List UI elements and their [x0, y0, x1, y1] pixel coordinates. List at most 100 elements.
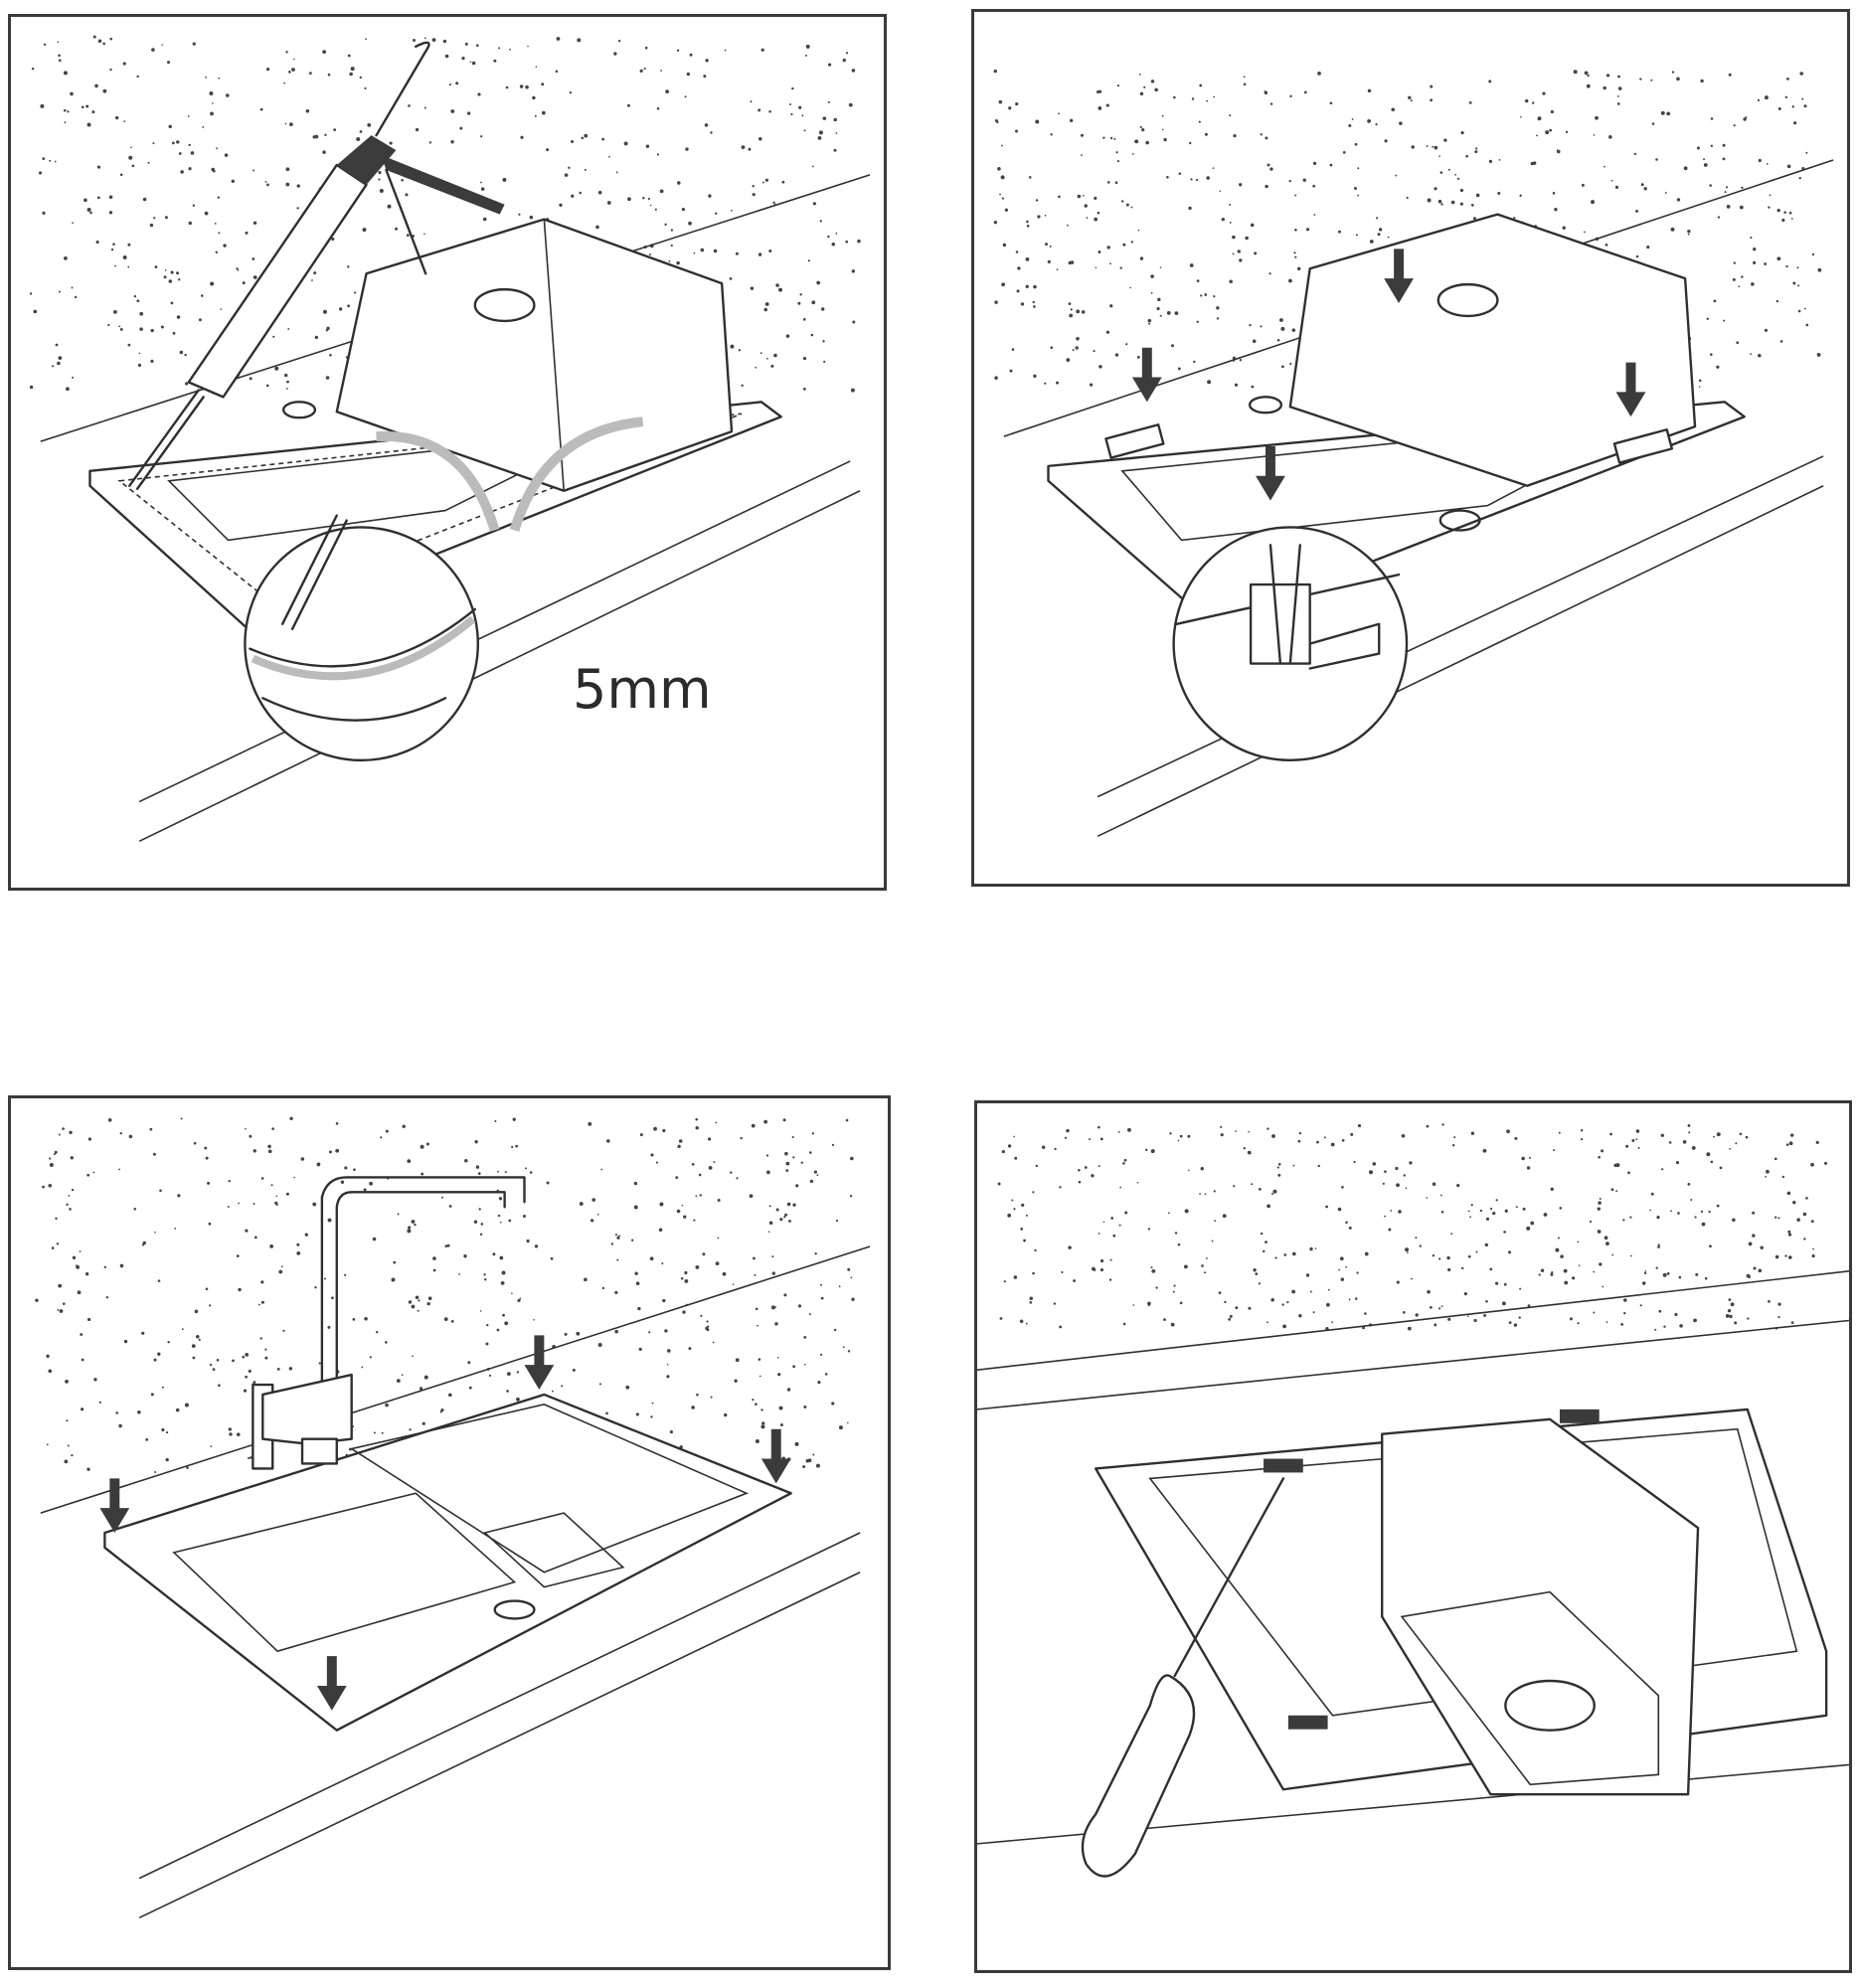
speckle-dot — [1190, 178, 1193, 181]
speckle-dot — [245, 1375, 248, 1379]
speckle-dot — [1342, 150, 1346, 154]
speckle-dot — [379, 189, 384, 193]
speckle-dot — [283, 82, 286, 84]
mounting-clip — [1264, 1458, 1303, 1473]
speckle-dot — [758, 1358, 761, 1361]
speckle-dot — [264, 1348, 267, 1351]
speckle-dot — [1447, 1267, 1451, 1272]
speckle-dot — [1070, 260, 1075, 264]
speckle-dot — [1229, 203, 1232, 206]
speckle-dot — [764, 178, 768, 182]
speckle-dot — [1716, 365, 1720, 369]
speckle-dot — [1288, 278, 1292, 283]
speckle-dot — [811, 300, 816, 305]
speckle-dot — [1233, 1185, 1236, 1188]
speckle-dot — [1580, 1129, 1584, 1132]
speckle-dot — [775, 283, 779, 287]
speckle-dot — [695, 1126, 699, 1130]
speckle-dot — [408, 1300, 413, 1304]
speckle-dot — [269, 1243, 274, 1248]
speckle-dot — [236, 267, 239, 270]
speckle-dot — [1463, 1291, 1467, 1296]
speckle-dot — [1736, 341, 1740, 345]
speckle-dot — [1429, 1305, 1433, 1309]
speckle-dot — [1716, 1132, 1721, 1137]
speckle-dot — [1357, 1123, 1362, 1128]
speckle-dot — [209, 1304, 212, 1307]
speckle-dot — [1323, 1136, 1326, 1139]
speckle-dot — [1598, 1201, 1602, 1205]
speckle-dot — [713, 1161, 716, 1164]
speckle-dot — [1108, 1278, 1112, 1281]
speckle-dot — [1768, 206, 1771, 209]
speckle-dot — [778, 1406, 783, 1410]
speckle-dot — [102, 42, 105, 46]
speckle-dot — [1169, 1132, 1172, 1135]
speckle-dot — [505, 85, 509, 89]
speckle-dot — [260, 1300, 264, 1304]
speckle-dot — [381, 1431, 384, 1434]
speckle-dot — [1786, 77, 1789, 81]
speckle-dot — [1141, 127, 1145, 132]
speckle-dot — [1102, 1221, 1105, 1224]
speckle-dot — [168, 124, 172, 129]
speckle-dot — [423, 1375, 428, 1380]
speckle-dot — [779, 1218, 783, 1222]
speckle-dot — [314, 134, 319, 139]
speckle-dot — [285, 167, 290, 172]
speckle-dot — [191, 1344, 196, 1348]
speckle-dot — [1515, 1206, 1518, 1209]
speckle-dot — [1434, 187, 1437, 191]
speckle-dot — [1118, 1224, 1121, 1227]
speckle-dot — [178, 278, 181, 281]
step-3-illustration — [35, 1116, 871, 1919]
speckle-dot — [1260, 133, 1263, 136]
speckle-dot — [993, 220, 998, 225]
speckle-dot — [1475, 147, 1478, 150]
speckle-dot — [1713, 299, 1717, 303]
speckle-dot — [67, 110, 70, 113]
speckle-dot — [1766, 1169, 1770, 1174]
speckle-dot — [1345, 1265, 1348, 1268]
speckle-dot — [584, 133, 589, 138]
speckle-dot — [1395, 174, 1398, 177]
speckle-dot — [541, 110, 546, 115]
speckle-dot — [192, 204, 196, 207]
speckle-dot — [998, 99, 1003, 104]
speckle-dot — [1243, 1146, 1246, 1150]
speckle-dot — [831, 242, 836, 247]
speckle-dot — [1465, 154, 1468, 158]
speckle-dot — [422, 1421, 425, 1425]
speckle-dot — [1488, 80, 1492, 83]
speckle-dot — [1339, 1256, 1344, 1261]
speckle-dot — [600, 1168, 603, 1171]
speckle-dot — [499, 1221, 502, 1224]
speckle-dot — [340, 1180, 345, 1184]
screwdriver-shaft — [1173, 1477, 1285, 1678]
speckle-dot — [1739, 1132, 1743, 1136]
speckle-dot — [1293, 251, 1296, 254]
speckle-dot — [209, 90, 214, 95]
speckle-dot — [1130, 206, 1133, 209]
speckle-dot — [103, 1265, 106, 1269]
speckle-dot — [1687, 233, 1690, 236]
speckle-dot — [139, 311, 144, 316]
speckle-dot — [638, 1347, 642, 1351]
speckle-dot — [1013, 1275, 1018, 1279]
speckle-dot — [1796, 266, 1799, 269]
speckle-dot — [1148, 322, 1150, 325]
speckle-dot — [180, 1117, 183, 1120]
speckle-dot — [286, 388, 288, 390]
speckle-dot — [1243, 83, 1247, 86]
speckle-dot — [1623, 1311, 1626, 1315]
speckle-dot — [85, 104, 89, 108]
speckle-dot — [66, 1419, 69, 1422]
speckle-dot — [1296, 266, 1301, 271]
speckle-dot — [850, 1156, 854, 1161]
speckle-dot — [1613, 1163, 1617, 1168]
speckle-dot — [1161, 128, 1164, 131]
speckle-dot — [773, 353, 777, 358]
speckle-dot — [1277, 1162, 1281, 1166]
speckle-dot — [653, 1126, 657, 1131]
speckle-dot — [1150, 1266, 1153, 1269]
